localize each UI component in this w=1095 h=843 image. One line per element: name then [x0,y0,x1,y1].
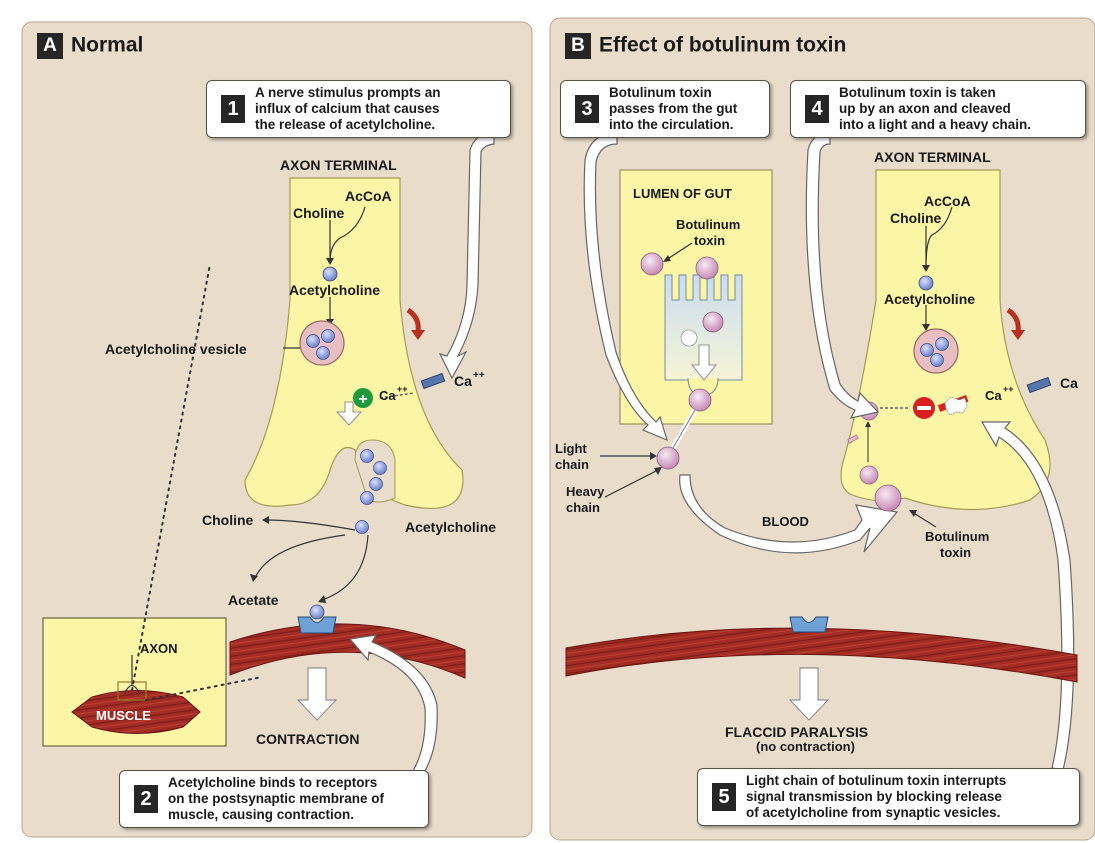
label-lumen-of-gut: LUMEN OF GUT [633,186,732,201]
label-blood: BLOOD [762,514,809,529]
label-inset-axon: AXON [140,641,178,656]
step1-caption: 1 A nerve stimulus prompts an influx of … [206,80,511,138]
label-accoa-a: AcCoA [345,188,392,204]
step2-caption: 2 Acetylcholine binds to receptors on th… [119,770,429,828]
label-ca-outer-a: Ca [454,373,472,389]
label-axon-terminal-a: AXON TERMINAL [280,157,397,173]
label-contraction: CONTRACTION [256,731,359,747]
panel-a-letter: A [37,33,63,59]
label-choline-out: Choline [202,512,254,528]
step5-caption: 5 Light chain of botulinum toxin interru… [697,768,1080,826]
step1-number: 1 [221,95,245,123]
label-no-contraction: (no contraction) [756,739,855,754]
step4-text: Botulinum toxin is taken up by an axon a… [839,85,1031,133]
step4-caption: 4 Botulinum toxin is taken up by an axon… [790,80,1086,138]
acetylcholine-molecule [323,267,337,281]
label-toxin-membrane-2: toxin [940,545,971,560]
label-ca-inner-b: Ca [985,388,1002,403]
label-ca-inner-a: Ca [379,388,396,403]
step5-number: 5 [712,783,736,811]
panel-b-letter: B [565,33,591,59]
panel-a-title-text: Normal [71,34,143,57]
label-acetylcholine-a: Acetylcholine [289,282,380,298]
label-choline-b: Choline [890,210,942,226]
step3-text: Botulinum toxin passes from the gut into… [609,85,737,133]
label-accoa-b: AcCoA [924,193,971,209]
step3-number: 3 [575,95,599,123]
panel-b-title-text: Effect of botulinum toxin [599,34,846,57]
label-ca-outer-b: Ca [1060,375,1078,391]
step2-number: 2 [134,785,158,813]
step2-text: Acetylcholine binds to receptors on the … [168,775,384,823]
label-ca-inner-sup-a: ++ [397,384,408,394]
label-choline-a: Choline [293,205,345,221]
panel-b-title: B Effect of botulinum toxin [565,33,846,59]
label-ca-outer-sup-a: ++ [473,370,485,381]
label-heavy-chain-1: Heavy [566,484,605,499]
label-vesicle: Acetylcholine vesicle [105,341,247,357]
label-inset-muscle: MUSCLE [96,708,151,723]
label-acetylcholine-b: Acetylcholine [884,291,975,307]
label-toxin-membrane-1: Botulinum [925,529,989,544]
label-acetylcholine-out: Acetylcholine [405,519,496,535]
toxin-gut-1 [641,253,663,275]
panel-a-title: A Normal [37,33,143,59]
label-flaccid-paralysis: FLACCID PARALYSIS [725,724,868,740]
label-acetate: Acetate [228,592,279,608]
step4-number: 4 [805,95,829,123]
label-light-chain-1: Light [555,441,587,456]
toxin-at-membrane [875,485,901,511]
label-light-chain-2: chain [555,457,589,472]
step5-text: Light chain of botulinum toxin interrupt… [746,773,1006,821]
toxin-blood [657,447,679,469]
label-ca-inner-sup-b: ++ [1003,384,1014,394]
label-axon-terminal-b: AXON TERMINAL [874,149,991,165]
step3-caption: 3 Botulinum toxin passes from the gut in… [560,80,770,138]
label-toxin-gut-1: Botulinum [676,217,740,232]
label-toxin-gut-2: toxin [694,233,725,248]
label-plus: + [358,391,367,408]
label-heavy-chain-2: chain [566,500,600,515]
step1-text: A nerve stimulus prompts an influx of ca… [255,85,441,133]
